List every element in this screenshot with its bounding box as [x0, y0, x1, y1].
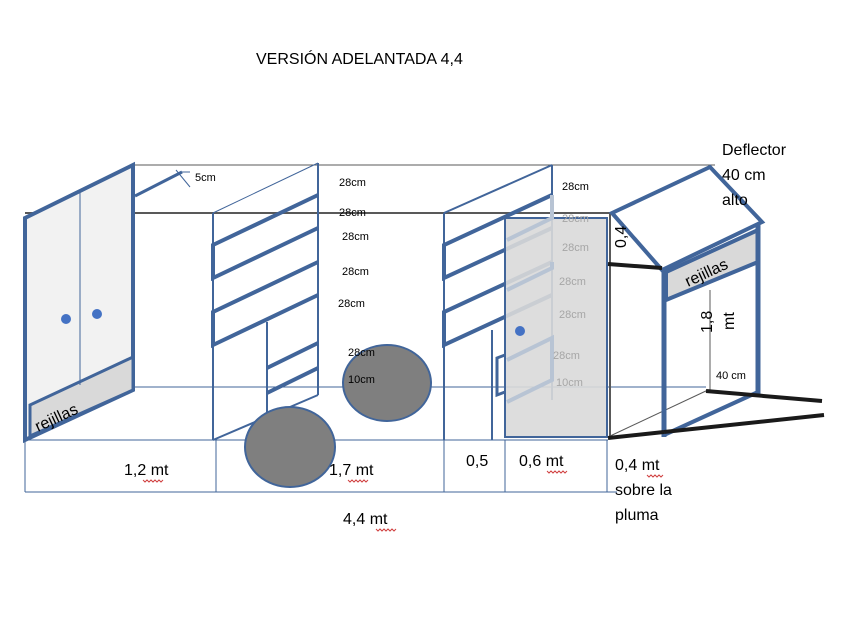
svg-text:28cm: 28cm [562, 242, 589, 254]
svg-text:alto: alto [722, 192, 748, 209]
svg-text:28cm: 28cm [562, 181, 589, 193]
cab-height-value: 1,8 [699, 311, 716, 333]
svg-text:28cm: 28cm [348, 347, 375, 359]
wheel-icon [342, 344, 432, 422]
dimension-1: 1,2 mt [124, 462, 169, 479]
dimension-lines [24, 440, 617, 493]
deflector-height-label: 0,4 [613, 226, 630, 248]
shelf-labels-right: 28cm 28cm 28cm 28cm 28cm 28cm 10cm [553, 181, 589, 389]
deflector-label: Deflector [722, 142, 787, 159]
wheel-icon [244, 406, 336, 488]
cab-height-unit: mt [721, 312, 738, 330]
sliding-door-panel [504, 195, 608, 438]
diagram-title: VERSIÓN ADELANTADA 4,4 [256, 49, 463, 68]
svg-text:28cm: 28cm [342, 266, 369, 278]
svg-text:28cm: 28cm [339, 177, 366, 189]
gap-arrow-icon [175, 169, 191, 188]
dimension-5: 0,4 mt [615, 457, 660, 474]
door-knob-icon [61, 314, 71, 324]
dimension-4: 0,6 mt [519, 453, 564, 470]
svg-text:pluma: pluma [615, 507, 659, 524]
gap-label: 5cm [195, 172, 216, 184]
door-knob-icon [515, 326, 525, 336]
svg-text:28cm: 28cm [338, 298, 365, 310]
svg-text:10cm: 10cm [348, 374, 375, 386]
shelf-labels-left: 28cm 28cm 28cm 28cm 28cm 28cm 10cm [338, 177, 375, 386]
cab-deflector: rejillas 0,4 1,8 mt 40 cm [607, 164, 825, 440]
svg-text:28cm: 28cm [559, 276, 586, 288]
dimension-3: 0,5 [466, 453, 488, 470]
total-length: 4,4 mt [343, 511, 388, 528]
svg-text:28cm: 28cm [342, 231, 369, 243]
left-door-panel: rejillas [23, 161, 135, 444]
cab-depth-label: 40 cm [716, 370, 746, 382]
svg-text:40 cm: 40 cm [722, 167, 766, 184]
svg-text:10cm: 10cm [556, 377, 583, 389]
svg-text:28cm: 28cm [559, 309, 586, 321]
svg-text:28cm: 28cm [339, 207, 366, 219]
door-knob-icon [92, 309, 102, 319]
svg-text:28cm: 28cm [553, 350, 580, 362]
dimension-2: 1,7 mt [329, 462, 374, 479]
shelving-unit-left [211, 162, 319, 441]
svg-text:28cm: 28cm [562, 213, 589, 225]
svg-text:sobre la: sobre la [615, 482, 672, 499]
